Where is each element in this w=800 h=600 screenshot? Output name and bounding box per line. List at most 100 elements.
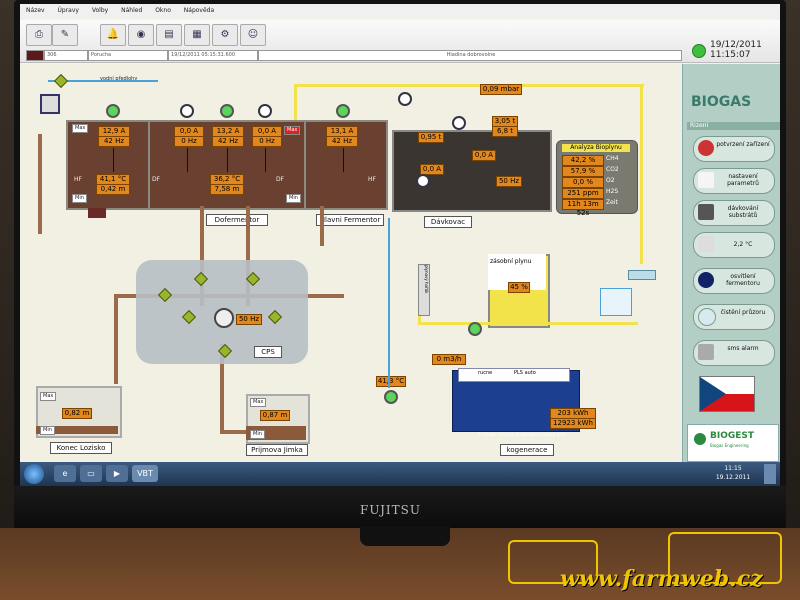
hlavni-fermentor-label: Hlavni Fermentor	[316, 214, 384, 226]
status-ok-icon	[692, 44, 706, 58]
analyza-h2s-label: H2S	[606, 188, 619, 195]
pipe-to-konec	[114, 294, 118, 384]
taskbar-date: 19.12.2011	[715, 474, 751, 481]
gas-burner-tag: plynový hořák	[418, 264, 430, 316]
davkovac-motor-1-icon[interactable]	[398, 92, 412, 106]
dofermentor-df2: DF	[276, 176, 285, 183]
sms-alarm-button[interactable]: sms alarm	[693, 340, 775, 366]
temperature-button[interactable]: 2,2 °C	[693, 232, 775, 258]
analyza-co2-value: 57,9 %	[562, 166, 604, 177]
taskbar-folder-icon[interactable]: ▭	[80, 465, 102, 482]
analyza-zeit-value: 11h 13m 52s	[562, 199, 604, 217]
davkovac-v6: 50 Hz	[496, 176, 522, 187]
show-desktop-button[interactable]	[764, 464, 776, 484]
toolbar-user-icon[interactable]: ☺	[240, 24, 266, 46]
mixer-2-status-icon[interactable]	[180, 104, 194, 118]
settings-button[interactable]: nastavení parametrů	[693, 168, 775, 194]
menu-item-nahled[interactable]: Náhled	[121, 7, 143, 14]
toolbar-field-b: Porucha	[88, 50, 168, 61]
hlavni-mixer-status-icon[interactable]	[336, 104, 350, 118]
toolbar-view-icon[interactable]: ◉	[128, 24, 154, 46]
menu-item-upravy[interactable]: Úpravy	[57, 7, 79, 14]
gas-pipe-right	[640, 84, 643, 264]
konec-min: Min	[40, 426, 55, 435]
fermenter-light-button[interactable]: osvitlení fermentoru	[693, 268, 775, 294]
dofermentor-label: Dofermentor	[206, 214, 268, 226]
toolbar-edit-icon[interactable]: ✎	[52, 24, 78, 46]
analyza-h2s-value: 251 ppm	[562, 188, 604, 199]
taskbar-app-vbt[interactable]: VBT	[132, 465, 158, 482]
mixer-3-shaft	[227, 148, 228, 172]
dofermentor-t2-freq: 0 Hz	[174, 136, 204, 147]
analyza-o2-label: O2	[606, 177, 615, 184]
watermark: www.farmweb.cz	[560, 566, 763, 592]
czech-flag-icon[interactable]	[699, 376, 755, 412]
mixer-1-status-icon[interactable]	[106, 104, 120, 118]
control-panel: BIOGAS Rizeni potvrzení zařízení nastave…	[682, 64, 780, 486]
menu-item-nazev[interactable]: Název	[26, 7, 45, 14]
hlavni-max: Max	[284, 126, 301, 135]
menu-item-napoveda[interactable]: Nápověda	[183, 7, 215, 14]
menu-item-volby[interactable]: Volby	[91, 7, 109, 14]
chp-footer: © Eliabo - Technik Eindbeiger GesmbH 201…	[478, 432, 567, 437]
thermometer-icon	[698, 236, 714, 252]
taskbar-time: 11:15	[724, 465, 742, 472]
alarm-confirm-icon	[698, 140, 714, 156]
analyza-ch4-value: 42,2 %	[562, 155, 604, 166]
condensate-meter	[628, 270, 656, 280]
toolbar-settings-icon[interactable]: ⚙	[212, 24, 238, 46]
start-button-icon[interactable]	[24, 464, 44, 484]
konec-fill	[36, 426, 118, 434]
menu-item-okno[interactable]: Okno	[155, 7, 171, 14]
toolbar-doc-icon[interactable]: ▤	[156, 24, 182, 46]
mixer-4-status-icon[interactable]	[258, 104, 272, 118]
mixer-3-status-icon[interactable]	[220, 104, 234, 118]
cps-pump-icon[interactable]	[214, 308, 234, 328]
jimka-min: Min	[250, 430, 265, 439]
mixer-2-shaft	[187, 148, 188, 172]
clean-sightglass-button[interactable]: čistění průzoru	[693, 304, 775, 330]
dosing-button[interactable]: dávkování substrátů	[693, 200, 775, 226]
jimka-level: 0,87 m	[260, 410, 290, 421]
dofermentor-max: Max	[72, 124, 89, 133]
jimka-max: Max	[250, 398, 267, 407]
pipe-left	[38, 134, 42, 234]
toolbar-print-icon[interactable]: ⎙	[26, 24, 52, 46]
taskbar-media-icon[interactable]: ▶	[106, 465, 128, 482]
chp-mode-auto[interactable]: PLS auto	[514, 370, 536, 376]
alarm-indicator	[26, 50, 44, 61]
screen: Název Úpravy Volby Náhled Okno Nápověda …	[20, 4, 780, 486]
konec-level: 0,82 m	[62, 408, 92, 419]
analyza-o2-value: 0,0 %	[562, 177, 604, 188]
heating-pump-icon[interactable]	[384, 390, 398, 404]
dofermentor-min: Min	[72, 194, 87, 203]
biogest-logo: BIOGEST Biogas Engineering	[687, 424, 779, 462]
analyza-zeit-label: Zeit	[606, 199, 618, 206]
davkovac-motor-2-icon[interactable]	[452, 116, 466, 130]
water-valve-icon[interactable]	[53, 73, 69, 89]
clock-time: 11:15:07	[710, 50, 751, 60]
analyza-co2-label: CO2	[606, 166, 619, 173]
davkovac-motor-3-icon[interactable]	[416, 174, 430, 188]
gas-blower-icon[interactable]	[468, 322, 482, 336]
taskbar-ie-icon[interactable]: e	[54, 465, 76, 482]
confirm-device-button[interactable]: potvrzení zařízení	[693, 136, 775, 162]
pressure-value: 0,09 mbar	[480, 84, 522, 95]
gas-storage-level: 45 %	[508, 282, 530, 293]
dosing-icon	[698, 204, 714, 220]
water-pump-icon[interactable]	[40, 94, 60, 114]
dofermentor-t4-freq: 0 Hz	[252, 136, 282, 147]
heating-pipe	[388, 218, 390, 388]
toolbar-chart-icon[interactable]: ▦	[184, 24, 210, 46]
toolbar: ⎙ ✎ 🔔 ◉ ▤ ▦ ⚙ ☺ 306 Porucha 19/12/2011 0…	[20, 20, 780, 63]
monitor-bezel-bottom	[14, 486, 786, 528]
davkovac-v3: 6,8 t	[492, 126, 518, 137]
kogenerace-label: kogenerace	[500, 444, 554, 456]
chp-mode-manual[interactable]: rucne	[478, 370, 493, 376]
biogest-leaf-icon	[694, 433, 706, 445]
jimka-label: Prijmova Jimka	[246, 444, 308, 456]
inlet-temp-value: 41,3 °C	[376, 376, 406, 387]
monitor-stand	[360, 526, 450, 546]
toolbar-bell-icon[interactable]: 🔔	[100, 24, 126, 46]
biogas-logo: BIOGAS	[691, 94, 752, 110]
